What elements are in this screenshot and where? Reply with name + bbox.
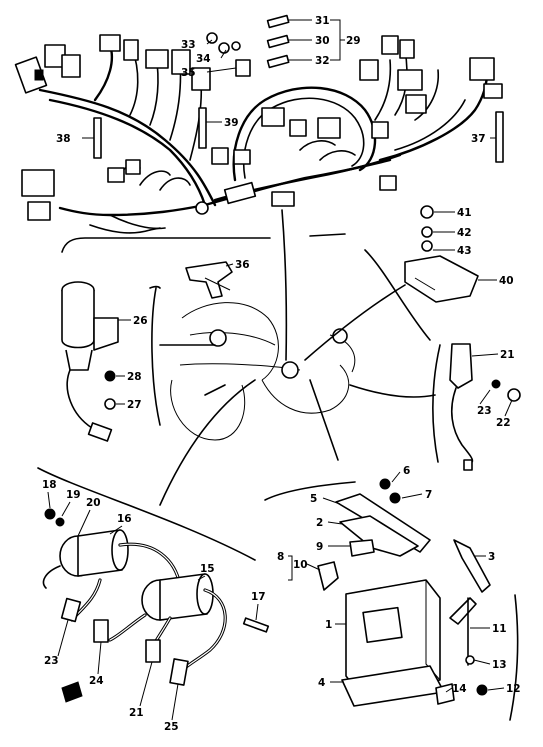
bolts <box>93 107 504 163</box>
callout-27: 27 <box>127 399 142 411</box>
callout-21-coil: 21 <box>129 707 144 719</box>
callout-labels: 31 30 29 32 33 34 35 38 39 37 41 42 43 4… <box>42 15 521 733</box>
harness-connectors <box>14 34 503 221</box>
neutral-switch-21 <box>449 343 521 471</box>
callout-5: 5 <box>310 493 317 505</box>
callout-34: 34 <box>196 53 211 65</box>
main-switch-26 <box>61 281 119 442</box>
callout-1: 1 <box>325 619 332 631</box>
callout-20: 20 <box>86 497 101 509</box>
callout-13: 13 <box>492 659 507 671</box>
callout-40: 40 <box>499 275 514 287</box>
callout-39: 39 <box>224 117 239 129</box>
callout-8: 8 <box>277 551 284 563</box>
callout-7: 7 <box>425 489 432 501</box>
callout-11: 11 <box>492 623 507 635</box>
callout-18: 18 <box>42 479 57 491</box>
callout-33: 33 <box>181 39 196 51</box>
callout-15: 15 <box>200 563 215 575</box>
callout-43: 43 <box>457 245 472 257</box>
loose-terminals <box>206 14 290 77</box>
callout-16: 16 <box>117 513 132 525</box>
battery-assembly <box>317 478 491 707</box>
callout-4: 4 <box>318 677 325 689</box>
callout-10: 10 <box>293 559 308 571</box>
callout-21-neutral: 21 <box>500 349 515 361</box>
callout-3: 3 <box>488 551 495 563</box>
callout-41: 41 <box>457 207 472 219</box>
callout-29: 29 <box>346 35 361 47</box>
callout-17: 17 <box>251 591 266 603</box>
callout-23-coil: 23 <box>44 655 59 667</box>
callout-2: 2 <box>316 517 323 529</box>
callout-25: 25 <box>164 721 179 733</box>
callout-14: 14 <box>452 683 467 695</box>
callout-35: 35 <box>181 67 196 79</box>
bracket-36 <box>185 261 233 299</box>
leader-lines <box>159 209 436 506</box>
group-brackets <box>37 233 519 721</box>
callout-30: 30 <box>315 35 330 47</box>
callout-12: 12 <box>506 683 521 695</box>
callout-37: 37 <box>471 133 486 145</box>
callout-24: 24 <box>89 675 104 687</box>
callout-36: 36 <box>235 259 250 271</box>
callout-42: 42 <box>457 227 472 239</box>
callout-9: 9 <box>316 541 323 553</box>
regulator-40 <box>404 205 479 303</box>
callout-28: 28 <box>127 371 142 383</box>
callout-19: 19 <box>66 489 81 501</box>
frame-outline <box>170 302 356 441</box>
ignition-coils <box>42 508 270 703</box>
callout-6: 6 <box>403 465 410 477</box>
callout-26: 26 <box>133 315 148 327</box>
callout-23-neutral: 23 <box>477 405 492 417</box>
callout-32: 32 <box>315 55 330 67</box>
callout-38: 38 <box>56 133 71 145</box>
callout-leaders <box>47 19 513 721</box>
callout-31: 31 <box>315 15 330 27</box>
callout-22: 22 <box>496 417 511 429</box>
